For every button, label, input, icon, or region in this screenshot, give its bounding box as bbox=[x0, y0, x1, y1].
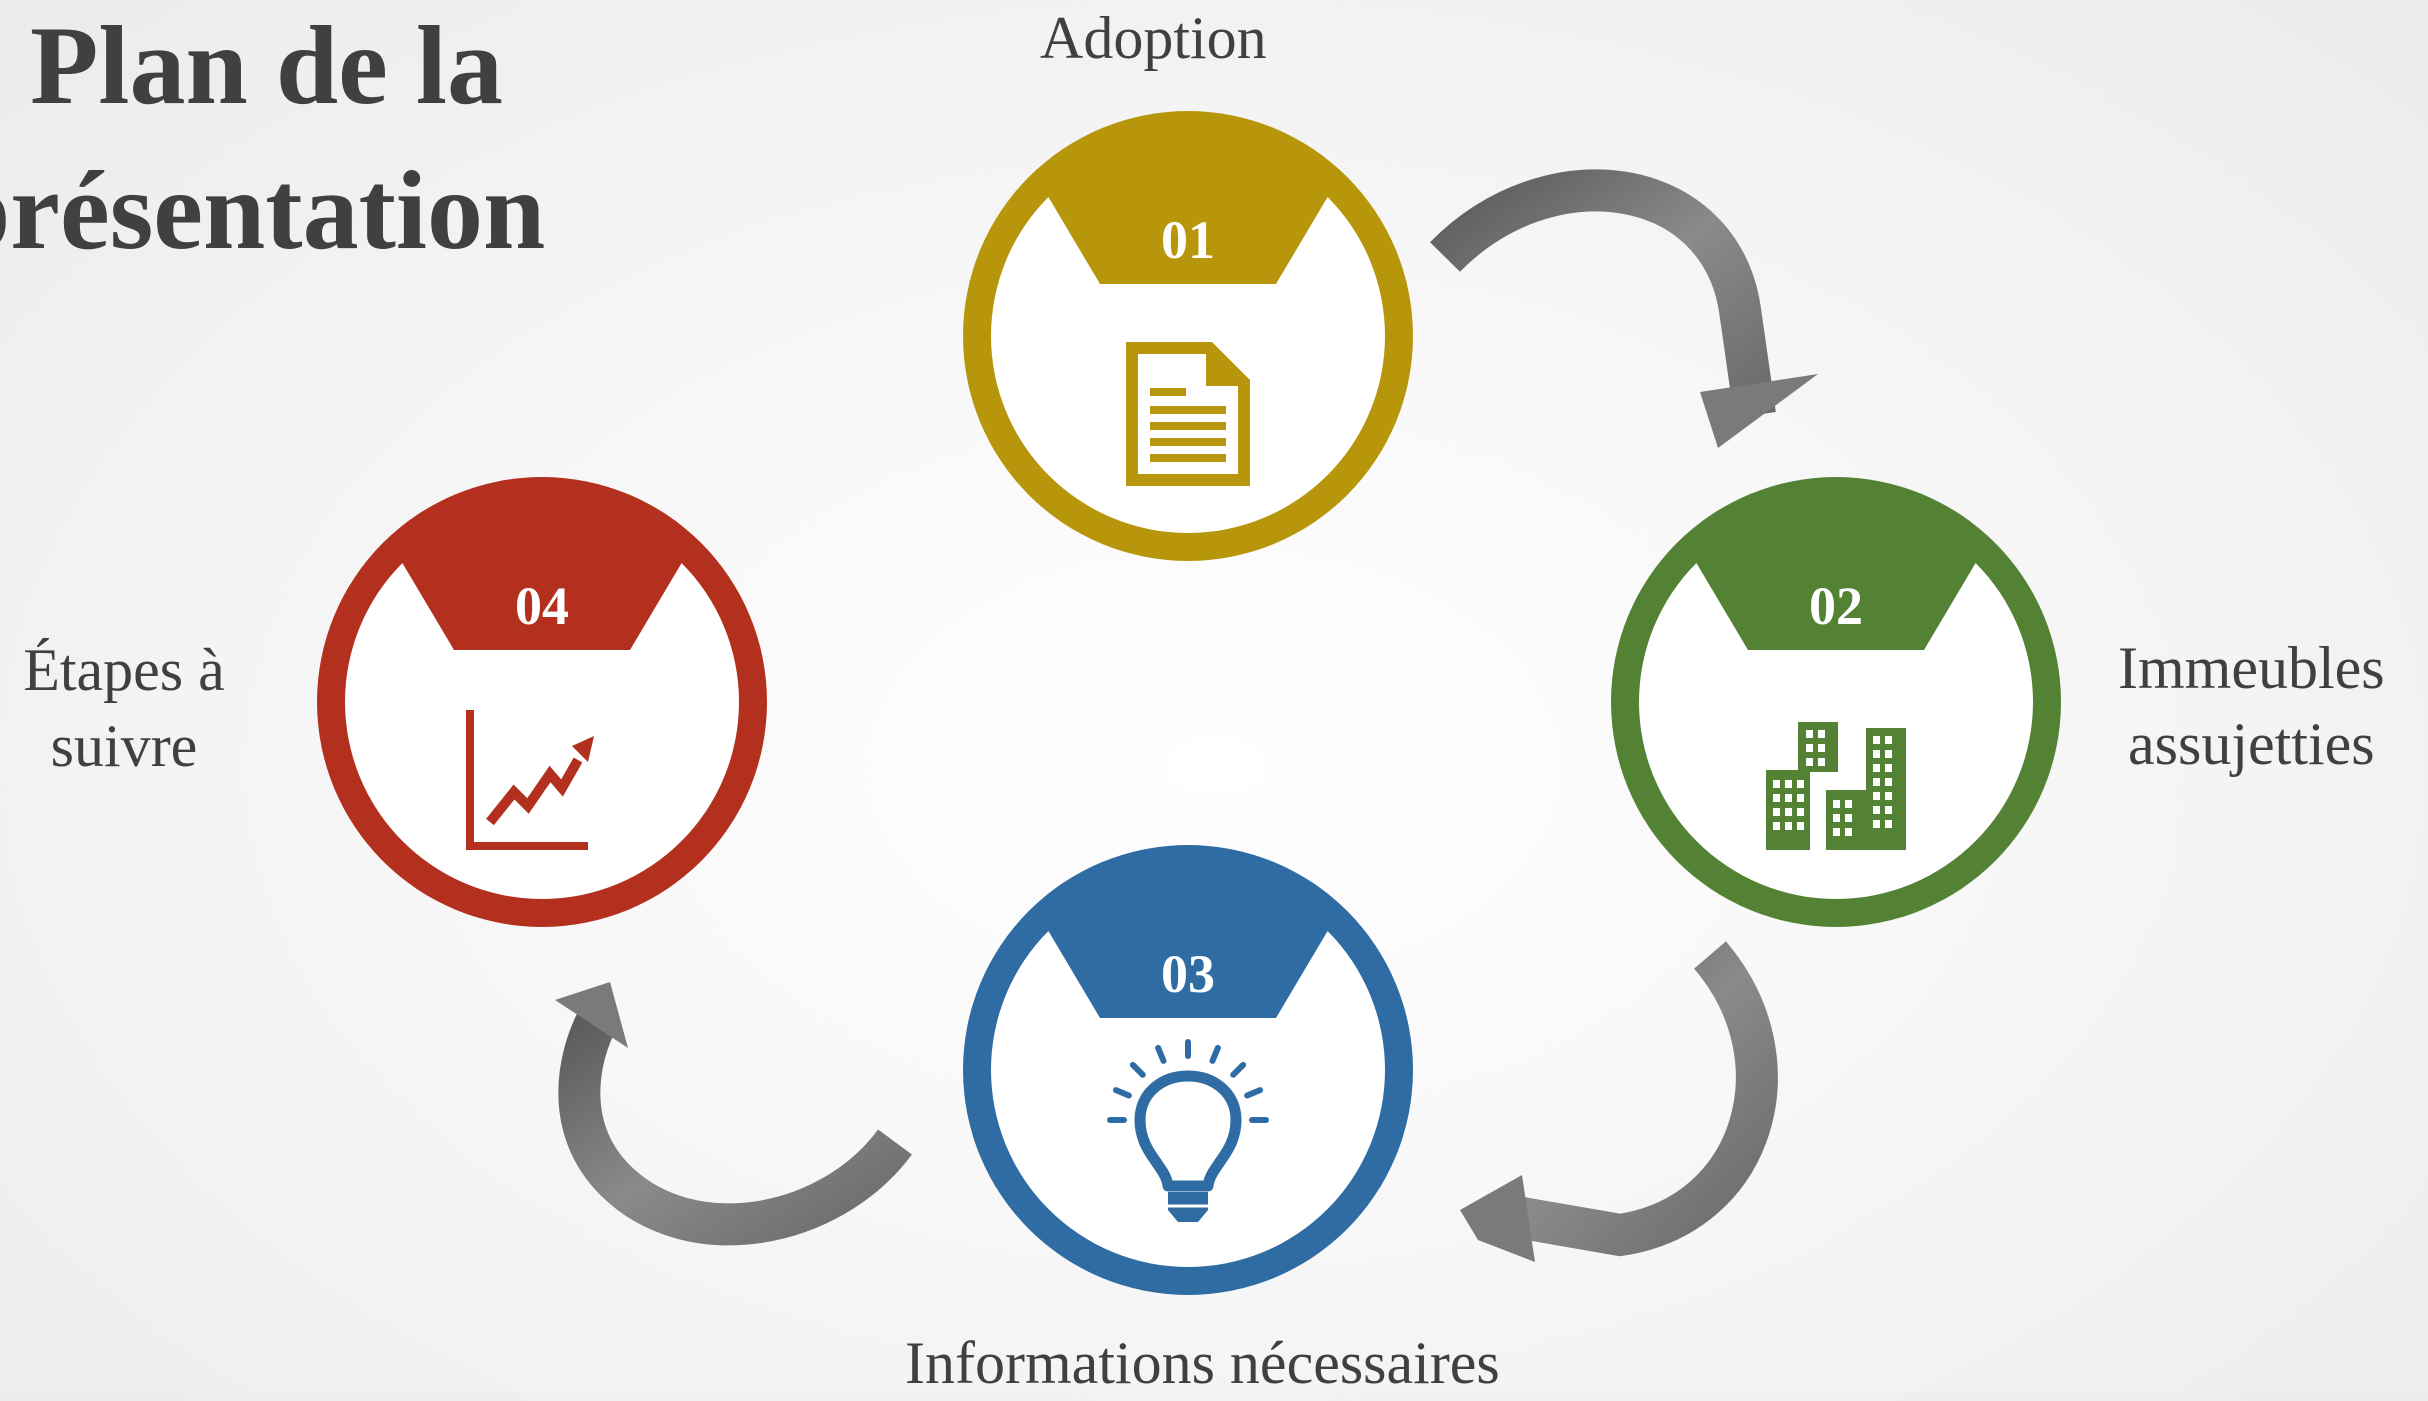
step-label-adoption: Adoption bbox=[1040, 5, 1267, 71]
document-icon bbox=[1126, 342, 1250, 486]
arrow-03-to-04 bbox=[555, 982, 912, 1246]
step-number-02: 02 bbox=[1809, 576, 1863, 636]
lightbulb-icon bbox=[1107, 1039, 1269, 1222]
arrow-02-to-03 bbox=[1460, 941, 1778, 1262]
slide-title-line-1: Plan de la bbox=[30, 4, 503, 128]
buildings-icon bbox=[1766, 722, 1906, 850]
step-circle-01: 01 bbox=[963, 111, 1413, 561]
step-circle-04: 04 bbox=[317, 477, 767, 927]
step-circle-03: 03 bbox=[963, 845, 1413, 1295]
step-number-03: 03 bbox=[1161, 944, 1215, 1004]
growth-chart-icon bbox=[466, 710, 594, 850]
arrow-01-to-02 bbox=[1430, 169, 1818, 448]
step-label-informations: Informations nécessaires bbox=[905, 1330, 1500, 1396]
step-number-01: 01 bbox=[1161, 210, 1215, 270]
step-circle-02: 02 bbox=[1611, 477, 2061, 927]
slide-title-line-2: présentation bbox=[0, 149, 546, 273]
step-label-etapes: Étapes à suivre bbox=[23, 637, 225, 779]
step-label-immeubles: Immeubles assujetties bbox=[2118, 635, 2385, 777]
step-number-04: 04 bbox=[515, 576, 569, 636]
